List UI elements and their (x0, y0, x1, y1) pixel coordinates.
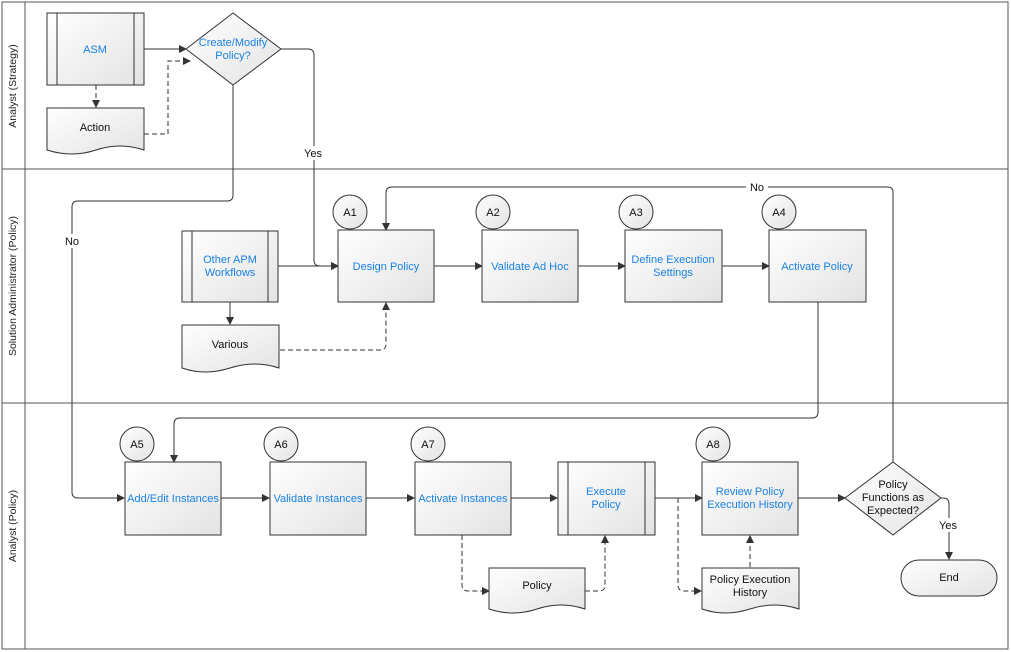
define-execution-label-line-2: Settings (653, 267, 693, 279)
policy-functions-label-line-2: Functions as (862, 492, 925, 504)
end-terminator: End (900, 559, 998, 597)
step-marker-a1-label: A1 (343, 207, 356, 219)
step-marker-a1: A1 (332, 194, 368, 230)
action-document: Action (46, 107, 145, 155)
activate-policy-label: Activate Policy (781, 261, 853, 273)
activate-instances-step[interactable]: Activate Instances (414, 461, 512, 536)
yes-label-policy-functions: Yes (939, 520, 957, 532)
step-marker-a5-label: A5 (130, 439, 143, 451)
create-modify-label-line-1: Create/Modify (199, 37, 268, 49)
step-marker-a6: A6 (263, 426, 299, 462)
edge-execute-to-history-doc (677, 498, 702, 595)
step-marker-a2: A2 (475, 194, 511, 230)
other-apm-label-line-2: Workflows (205, 267, 256, 279)
edge-activate-policy-to-add-edit (170, 302, 819, 463)
policy-document: Policy (488, 567, 586, 614)
activate-instances-label: Activate Instances (418, 493, 508, 505)
various-document: Various (181, 324, 280, 373)
edge-activate-instances-to-policy-doc (461, 535, 490, 595)
step-marker-a7-label: A7 (421, 439, 434, 451)
label-bg (62, 234, 82, 248)
edge-various-to-design-policy (280, 302, 390, 351)
step-marker-a8-label: A8 (706, 439, 719, 451)
asm-label: ASM (83, 44, 107, 56)
execute-policy-label-line-2: Policy (591, 499, 621, 511)
yes-label-create-modify: Yes (304, 148, 322, 160)
step-marker-a2-label: A2 (486, 207, 499, 219)
connectors (71, 45, 953, 595)
step-marker-a6-label: A6 (274, 439, 287, 451)
policy-execution-history-document: Policy Execution History (701, 567, 800, 614)
history-doc-label-line-2: History (733, 587, 768, 599)
policy-functions-label-line-3: Expected? (867, 505, 919, 517)
review-policy-label-line-2: Execution History (707, 499, 793, 511)
create-modify-label-line-2: Policy? (215, 50, 250, 62)
other-apm-workflows-subprocess[interactable]: Other APM Workflows (181, 230, 279, 303)
no-label-create-modify: No (65, 236, 79, 248)
validate-ad-hoc-label: Validate Ad Hoc (491, 261, 569, 273)
step-marker-a4: A4 (761, 194, 797, 230)
various-label: Various (212, 339, 249, 351)
validate-ad-hoc-step[interactable]: Validate Ad Hoc (481, 229, 579, 303)
edge-labels: Yes No No Yes (62, 146, 960, 532)
validate-instances-label: Validate Instances (273, 493, 363, 505)
add-edit-instances-label: Add/Edit Instances (127, 493, 219, 505)
label-bg (302, 146, 324, 160)
review-policy-execution-history-step[interactable]: Review Policy Execution History (701, 461, 799, 536)
execute-policy-label-line-1: Execute (586, 486, 626, 498)
lane-label-analyst-strategy: Analyst (Strategy) (7, 44, 19, 127)
edge-policy-doc-to-execute (585, 535, 609, 592)
review-policy-label-line-1: Review Policy (716, 486, 785, 498)
action-label: Action (80, 122, 111, 134)
add-edit-instances-step[interactable]: Add/Edit Instances (124, 461, 222, 536)
step-marker-a5: A5 (119, 426, 155, 462)
edge-no-to-add-edit-instances (71, 85, 234, 502)
other-apm-label-line-1: Other APM (203, 254, 257, 266)
label-bg (936, 518, 960, 532)
step-marker-a8: A8 (695, 426, 731, 462)
activate-policy-step[interactable]: Activate Policy (768, 229, 867, 303)
end-label: End (939, 572, 959, 584)
no-label-policy-functions: No (750, 182, 764, 194)
history-doc-label-line-1: Policy Execution (710, 574, 791, 586)
edge-action-to-create-modify (144, 57, 191, 135)
label-bg (746, 180, 768, 194)
policy-functions-label-line-1: Policy (878, 479, 908, 491)
step-marker-a3: A3 (618, 194, 654, 230)
validate-instances-step[interactable]: Validate Instances (269, 461, 367, 536)
execute-policy-subprocess[interactable]: Execute Policy (557, 461, 656, 536)
edge-no-to-design-policy (382, 186, 894, 462)
design-policy-step[interactable]: Design Policy (337, 229, 435, 303)
define-execution-label-line-1: Define Execution (631, 254, 714, 266)
policy-functions-decision: Policy Functions as Expected? (844, 461, 942, 536)
edge-yes-to-end (941, 497, 953, 560)
lane-label-analyst-policy: Analyst (Policy) (7, 490, 19, 562)
design-policy-label: Design Policy (353, 261, 420, 273)
policy-doc-label: Policy (522, 580, 552, 592)
create-modify-policy-decision: Create/Modify Policy? (185, 12, 282, 86)
lane-label-solution-administrator: Solution Administrator (Policy) (7, 216, 19, 356)
asm-subprocess[interactable]: ASM (46, 12, 145, 86)
step-marker-a7: A7 (410, 426, 446, 462)
define-execution-settings-step[interactable]: Define Execution Settings (624, 229, 723, 303)
step-marker-a3-label: A3 (629, 207, 642, 219)
step-marker-a4-label: A4 (772, 207, 785, 219)
